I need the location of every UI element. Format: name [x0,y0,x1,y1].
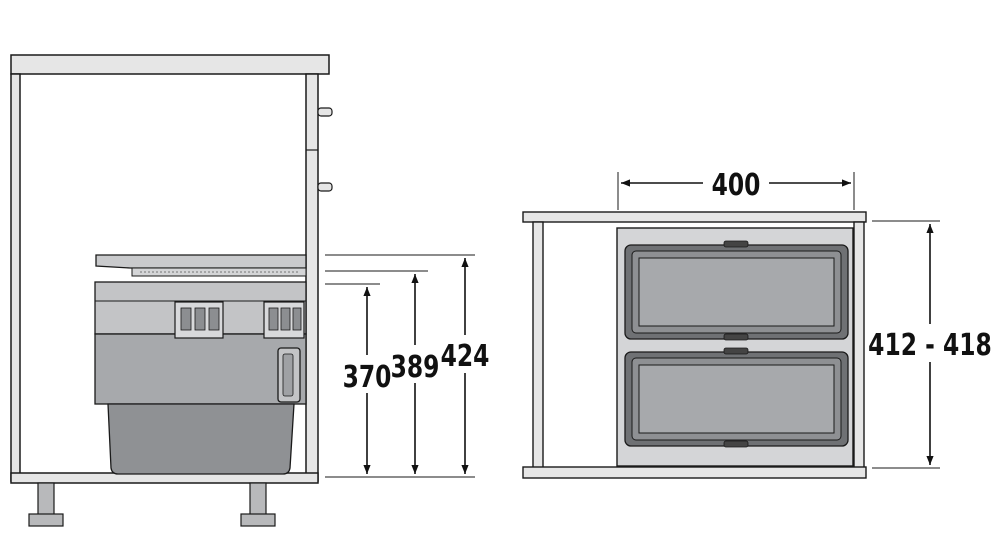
bin-bucket [107,403,295,475]
front-view-bin-frame [616,227,854,467]
side-view-cabinet [10,54,333,527]
slide-rail [131,267,307,277]
dimension-label-370: 370 [343,360,392,395]
front-bin-lower [624,347,849,448]
countertop [10,54,330,75]
lid-plate [95,254,307,269]
bin-body [94,333,307,405]
cabinet-front-panel [305,73,319,482]
cabinet-foot-right [240,482,276,527]
mounting-bracket-left [174,301,224,339]
dimension-label-389: 389 [391,350,440,385]
front-bottom-panel [522,466,867,479]
side-view-waste-bin-unit [94,254,307,475]
dimension-label-width: 400 [712,168,761,203]
front-view-dimensions: 400 412 - 418 [617,164,992,469]
dimension-label-424: 424 [441,339,490,374]
front-left-panel [532,221,544,471]
front-bin-upper [624,240,849,341]
side-view-dimensions: 370 389 424 [325,254,490,478]
front-view-cabinet [522,211,867,479]
front-top-panel [522,211,867,223]
drawer-knob-lower [317,182,333,192]
cabinet-left-panel [10,73,21,482]
drawer-knob-upper [317,107,333,117]
dimension-label-height: 412 - 418 [868,328,992,363]
front-right-panel [853,221,865,471]
mounting-bracket-right [263,301,305,339]
cabinet-foot-left [28,482,64,527]
